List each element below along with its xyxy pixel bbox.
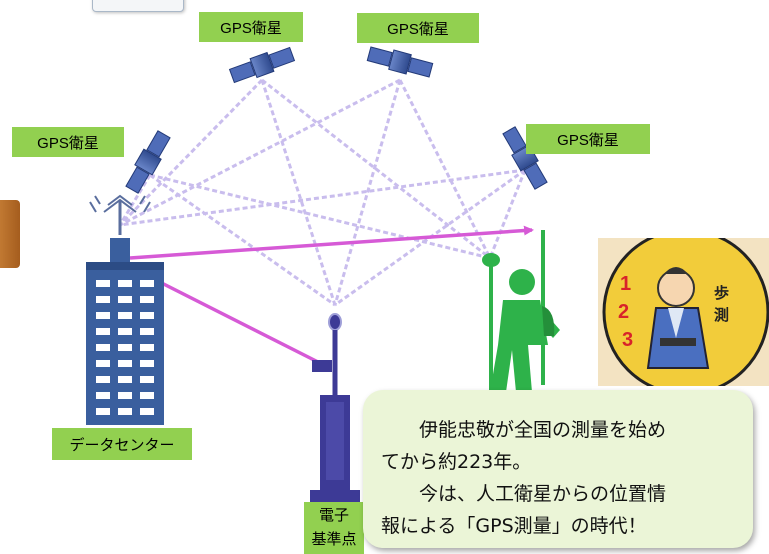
gps-satellite-label-3: GPS衛星: [12, 127, 124, 157]
gps-satellite-label-2: GPS衛星: [357, 13, 479, 43]
surveyor-icon: [482, 230, 560, 395]
figure-head: [657, 269, 695, 307]
building-window: [96, 376, 110, 383]
building-window: [140, 296, 154, 303]
partial-callout-box: [92, 0, 184, 12]
figure-sash: [660, 338, 696, 346]
partial-brown-box: [0, 200, 20, 268]
caption-line-1: 伊能忠敬が全国の測量を始め: [419, 419, 667, 441]
building-window: [140, 280, 154, 287]
reference-station-icon: [310, 313, 360, 502]
building-window: [118, 328, 132, 335]
data-center-building-icon: [86, 194, 164, 425]
building-window: [118, 344, 132, 351]
building-window: [96, 280, 110, 287]
count-mark-3: 3: [622, 329, 633, 351]
building-window: [140, 344, 154, 351]
building-window: [118, 408, 132, 415]
reference-station-label-line2: 基準点: [311, 531, 357, 548]
building-window: [96, 392, 110, 399]
step-count-marks: 1 2 3: [618, 273, 633, 351]
building-window: [118, 376, 132, 383]
reference-station-label: 電子 基準点: [304, 502, 364, 554]
building-window: [118, 280, 132, 287]
building-window: [140, 408, 154, 415]
count-mark-2: 2: [618, 301, 629, 323]
gps-satellite-label-1: GPS衛星: [199, 12, 303, 42]
ino-tadataka-illustration: 1 2 3 歩 測: [598, 238, 769, 386]
building-window: [96, 344, 110, 351]
sign-char-1: 歩: [714, 284, 729, 302]
building-window: [118, 392, 132, 399]
building-window: [140, 360, 154, 367]
satellite-icon-3: [125, 130, 171, 194]
satellite-icon-1: [228, 46, 296, 84]
building-window: [140, 392, 154, 399]
caption-line-3: 今は、人工衛星からの位置情: [419, 483, 667, 505]
data-center-label: データセンター: [52, 428, 192, 460]
caption-line-2: てから約223年。: [381, 451, 532, 473]
building-window: [96, 360, 110, 367]
building-window: [96, 296, 110, 303]
caption-box: 伊能忠敬が全国の測量を始め てから約223年。 今は、人工衛星からの位置情 報に…: [363, 390, 753, 548]
building-window: [118, 360, 132, 367]
arrow-to-receiver: [129, 225, 534, 260]
building-window: [140, 376, 154, 383]
count-mark-1: 1: [620, 273, 631, 295]
caption-line-4: 報による「GPS測量」の時代！: [381, 515, 647, 537]
building-window: [140, 312, 154, 319]
reference-station-label-line1: 電子: [318, 507, 349, 524]
building-window: [96, 328, 110, 335]
building-window: [118, 296, 132, 303]
satellite-icon-2: [366, 46, 434, 78]
building-window: [140, 328, 154, 335]
figure-collar: [668, 308, 684, 338]
building-window: [118, 312, 132, 319]
gps-satellite-label-4: GPS衛星: [526, 124, 650, 154]
satellite-icon-4: [502, 126, 548, 190]
data-arrows: [126, 225, 534, 364]
figure-hair: [664, 267, 688, 274]
sign-char-2: 測: [714, 306, 729, 324]
building-window: [96, 408, 110, 415]
signal-lines: [118, 78, 527, 307]
building-window: [96, 312, 110, 319]
